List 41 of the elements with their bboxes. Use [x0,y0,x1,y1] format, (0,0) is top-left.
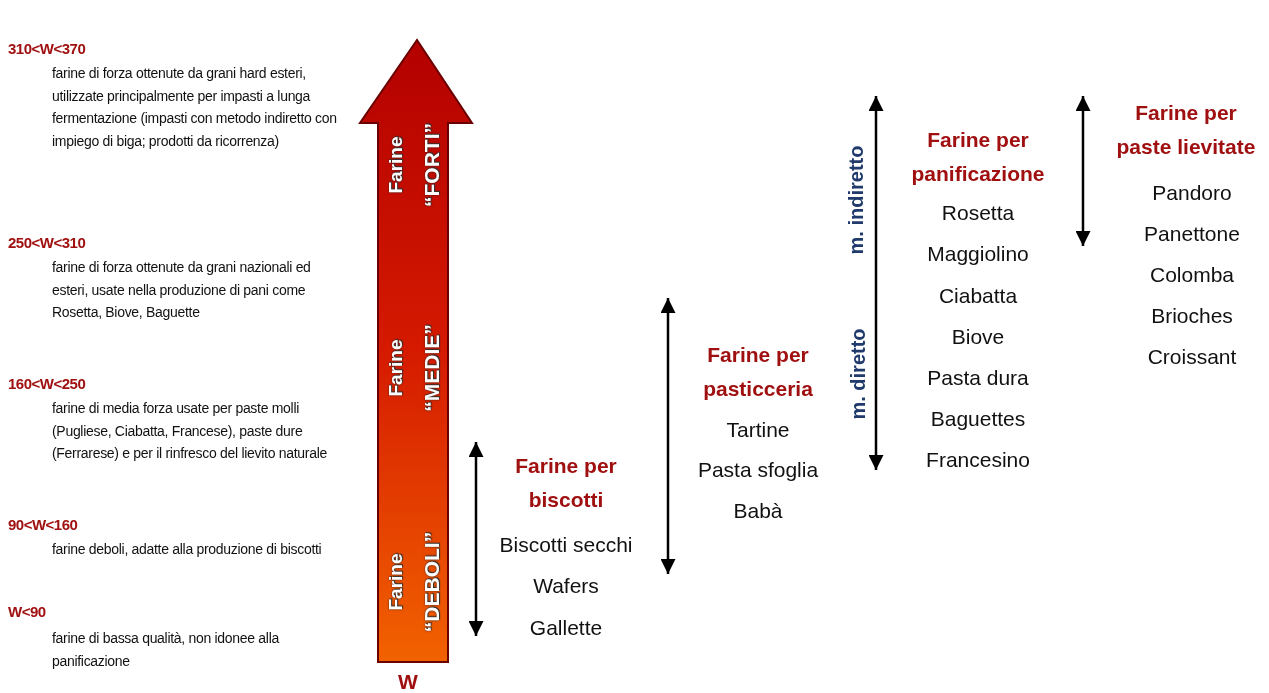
product-name: Rosetta [941,201,1015,225]
arrow-label: Farine [385,136,407,194]
product-name: Francesino [926,448,1030,472]
product-name: Gallette [529,616,603,640]
method-label: m. indiretto [844,145,868,255]
product-name: Biscotti secchi [499,533,633,557]
axis-label: W [398,670,418,693]
arrow-label: “DEBOLI” [420,531,444,633]
description-text: farine deboli, adatte alla produzione di biscotti [52,540,323,559]
product-name: Brioches [1151,304,1233,328]
product-name: Tartine [726,418,790,442]
method-label: m. diretto [846,328,870,420]
range-heading: W<90 [8,603,46,620]
product-name: Babà [733,499,783,523]
product-name: Croissant [1147,345,1237,369]
description-text: farine di forza ottenute da grani hard esteri, utilizzate principalmente per impasti a lunga fermentazione (impasti con metodo indiretto con impiego di biga; prodotti da ricorrenza) [52,64,338,151]
arrow-label: Farine [385,339,407,397]
range-heading: 250<W<310 [8,234,86,251]
product-name: Maggiolino [927,242,1029,266]
product-name: Biove [951,325,1005,349]
group-heading: Farine per pasticceria [702,342,814,402]
product-name: Baguettes [930,407,1026,431]
description-text: farine di media forza usate per paste molli (Pugliese, Ciabatta, Francese), paste dure (Ferrarese) e per il rinfresco del lievito naturale [52,399,328,463]
range-heading: 90<W<160 [8,516,78,533]
product-name: Ciabatta [938,284,1018,308]
description-text: farine di bassa qualità, non idonee alla panificazione [52,629,281,671]
product-name: Pasta sfoglia [697,458,819,482]
product-name: Pandoro [1152,181,1232,205]
arrow-label: Farine [385,553,407,611]
group-heading: Farine per panificazione [910,127,1046,187]
description-text: farine di forza ottenute da grani nazionali ed esteri, usate nella produzione di pani come Rosetta, Biove, Baguette [52,258,312,322]
product-name: Colomba [1150,263,1234,287]
range-heading: 310<W<370 [8,40,86,57]
product-name: Panettone [1144,222,1240,246]
group-heading: Farine per biscotti [514,453,618,513]
arrow-label: “FORTI” [420,123,444,207]
product-name: Wafers [533,574,599,598]
range-heading: 160<W<250 [8,375,86,392]
group-heading: Farine per paste lievitate [1115,100,1257,160]
product-name: Pasta dura [927,366,1029,390]
arrow-label: “MEDIE” [420,324,444,412]
